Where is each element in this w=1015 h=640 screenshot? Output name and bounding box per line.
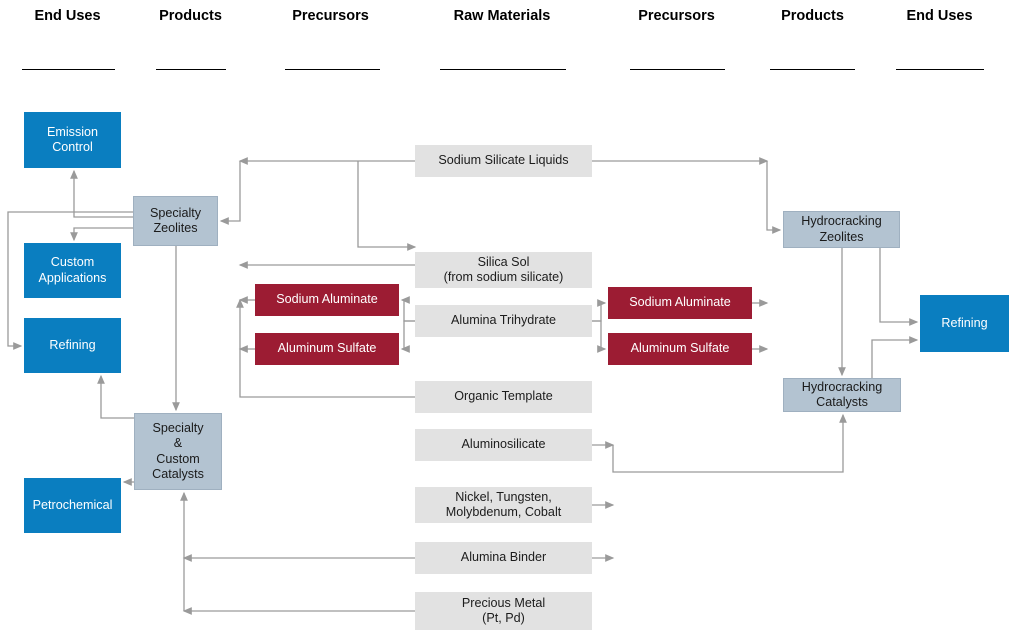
node-label-aluminum-sulfate-right: Aluminum Sulfate (630, 341, 730, 356)
column-header-rule-1 (156, 69, 226, 70)
node-label-sodium-silicate-liquids: Sodium Silicate Liquids (438, 153, 569, 168)
column-header-rule-6 (896, 69, 984, 70)
node-alumina-binder[interactable]: Alumina Binder (415, 542, 592, 574)
node-precious-metal[interactable]: Precious Metal (Pt, Pd) (415, 592, 592, 630)
node-label-petrochemical: Petrochemical (32, 497, 113, 512)
node-label-refining-left: Refining (49, 337, 96, 352)
node-refining-left[interactable]: Refining (24, 318, 121, 373)
edge-specialty-zeolites-to-emission-control (70, 169, 133, 218)
node-label-precious-metal: Precious Metal (Pt, Pd) (461, 595, 546, 625)
column-header-3: Raw Materials (453, 8, 551, 24)
edge-bottom-right-trunk-to-catalysts (612, 413, 847, 473)
column-header-0: End Uses (34, 8, 101, 24)
column-header-2: Precursors (292, 8, 369, 24)
node-alumina-trihydrate[interactable]: Alumina Trihydrate (415, 305, 592, 337)
node-label-alumina-binder: Alumina Binder (460, 550, 547, 565)
edge-sodium-silicate-down-to-silica-sol (357, 161, 417, 251)
edge-alumina-trihydrate-to-aluminum-sulfate-right (592, 320, 607, 353)
column-header-rule-2 (285, 69, 380, 70)
node-label-custom-applications: Custom Applications (38, 255, 107, 285)
node-aluminum-sulfate-left[interactable]: Aluminum Sulfate (255, 333, 399, 365)
edge-hydrocracking-zeolites-to-refining-right (879, 248, 919, 326)
column-header-rule-5 (770, 69, 855, 70)
node-label-refining-right: Refining (941, 315, 988, 330)
node-sodium-aluminate-right[interactable]: Sodium Aluminate (608, 287, 752, 319)
node-hydrocracking-catalysts[interactable]: Hydrocracking Catalysts (783, 378, 901, 412)
node-label-hydrocracking-catalysts: Hydrocracking Catalysts (801, 379, 883, 409)
node-petrochemical[interactable]: Petrochemical (24, 478, 121, 533)
edge-catalysts-to-refining-left (97, 374, 134, 419)
column-header-1: Products (159, 8, 222, 24)
column-header-rule-4 (630, 69, 725, 70)
node-label-aluminum-sulfate-left: Aluminum Sulfate (277, 341, 377, 356)
node-label-sodium-aluminate-right: Sodium Aluminate (629, 295, 731, 310)
edge-alumina-trihydrate-to-sodium-aluminate-right (592, 299, 607, 322)
node-label-hydrocracking-zeolites: Hydrocracking Zeolites (801, 214, 882, 244)
edge-hydrocracking-catalysts-to-refining-right (871, 336, 919, 378)
node-aluminum-sulfate-right[interactable]: Aluminum Sulfate (608, 333, 752, 365)
node-label-specialty-zeolites: Specialty Zeolites (149, 205, 202, 235)
node-specialty-zeolites[interactable]: Specialty Zeolites (133, 196, 218, 246)
column-header-rule-0 (22, 69, 115, 70)
column-header-rule-3 (440, 69, 566, 70)
column-header-4: Precursors (638, 8, 715, 24)
node-label-aluminosilicate: Aluminosilicate (461, 437, 546, 452)
node-emission-control[interactable]: Emission Control (24, 112, 121, 168)
node-silica-sol[interactable]: Silica Sol (from sodium silicate) (415, 252, 592, 288)
edge-specialty-zeolites-to-custom-applications (70, 227, 133, 242)
node-label-silica-sol: Silica Sol (from sodium silicate) (443, 254, 564, 284)
node-label-emission-control: Emission Control (46, 124, 99, 154)
node-label-sodium-aluminate-left: Sodium Aluminate (276, 292, 378, 307)
node-sodium-silicate-liquids[interactable]: Sodium Silicate Liquids (415, 145, 592, 177)
node-custom-applications[interactable]: Custom Applications (24, 243, 121, 298)
column-header-5: Products (781, 8, 844, 24)
column-header-6: End Uses (906, 8, 973, 24)
node-label-specialty-custom-catalysts: Specialty & Custom Catalysts (152, 420, 204, 481)
node-nickel-tungsten-molybdenum-cobalt[interactable]: Nickel, Tungsten, Molybdenum, Cobalt (415, 487, 592, 523)
node-label-nickel-tungsten-molybdenum-cobalt: Nickel, Tungsten, Molybdenum, Cobalt (445, 489, 562, 519)
node-aluminosilicate[interactable]: Aluminosilicate (415, 429, 592, 461)
node-refining-right[interactable]: Refining (920, 295, 1009, 352)
edge-alumina-trihydrate-to-sodium-aluminate-left (400, 296, 415, 322)
node-sodium-aluminate-left[interactable]: Sodium Aluminate (255, 284, 399, 316)
node-hydrocracking-zeolites[interactable]: Hydrocracking Zeolites (783, 211, 900, 248)
node-specialty-custom-catalysts[interactable]: Specialty & Custom Catalysts (134, 413, 222, 490)
edge-left-trunk-to-specialty-zeolites (219, 161, 241, 225)
edge-alumina-trihydrate-to-aluminum-sulfate-left (400, 320, 415, 353)
edge-right-trunk-to-hydrocracking-zeolites (766, 161, 782, 234)
node-label-alumina-trihydrate: Alumina Trihydrate (451, 313, 556, 328)
node-label-organic-template: Organic Template (454, 389, 553, 404)
node-organic-template[interactable]: Organic Template (415, 381, 592, 413)
